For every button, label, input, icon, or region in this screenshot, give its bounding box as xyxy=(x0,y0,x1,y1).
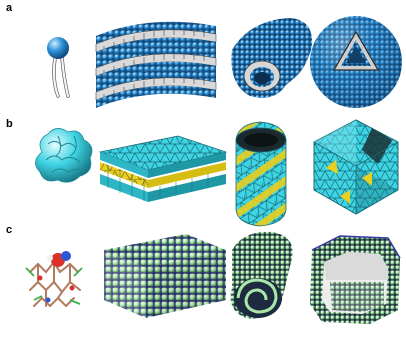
peptide-scroll-tube-icon xyxy=(231,232,293,319)
peptide-molecule-icon xyxy=(26,251,82,306)
tile-tube-icon xyxy=(236,122,286,226)
tile-stack-icon xyxy=(100,136,226,202)
amphiphile-molecule-icon xyxy=(47,37,69,96)
lipid-vesicle-icon xyxy=(310,16,402,108)
lipid-tube-icon xyxy=(231,18,312,98)
peptide-hexagonal-cage-icon xyxy=(310,236,400,324)
lipid-bilayer-stack-icon xyxy=(96,22,216,108)
tile-icosahedron-icon xyxy=(314,120,398,214)
peptide-crystal-sheets-icon xyxy=(104,234,226,318)
protein-blob-icon xyxy=(35,128,92,182)
